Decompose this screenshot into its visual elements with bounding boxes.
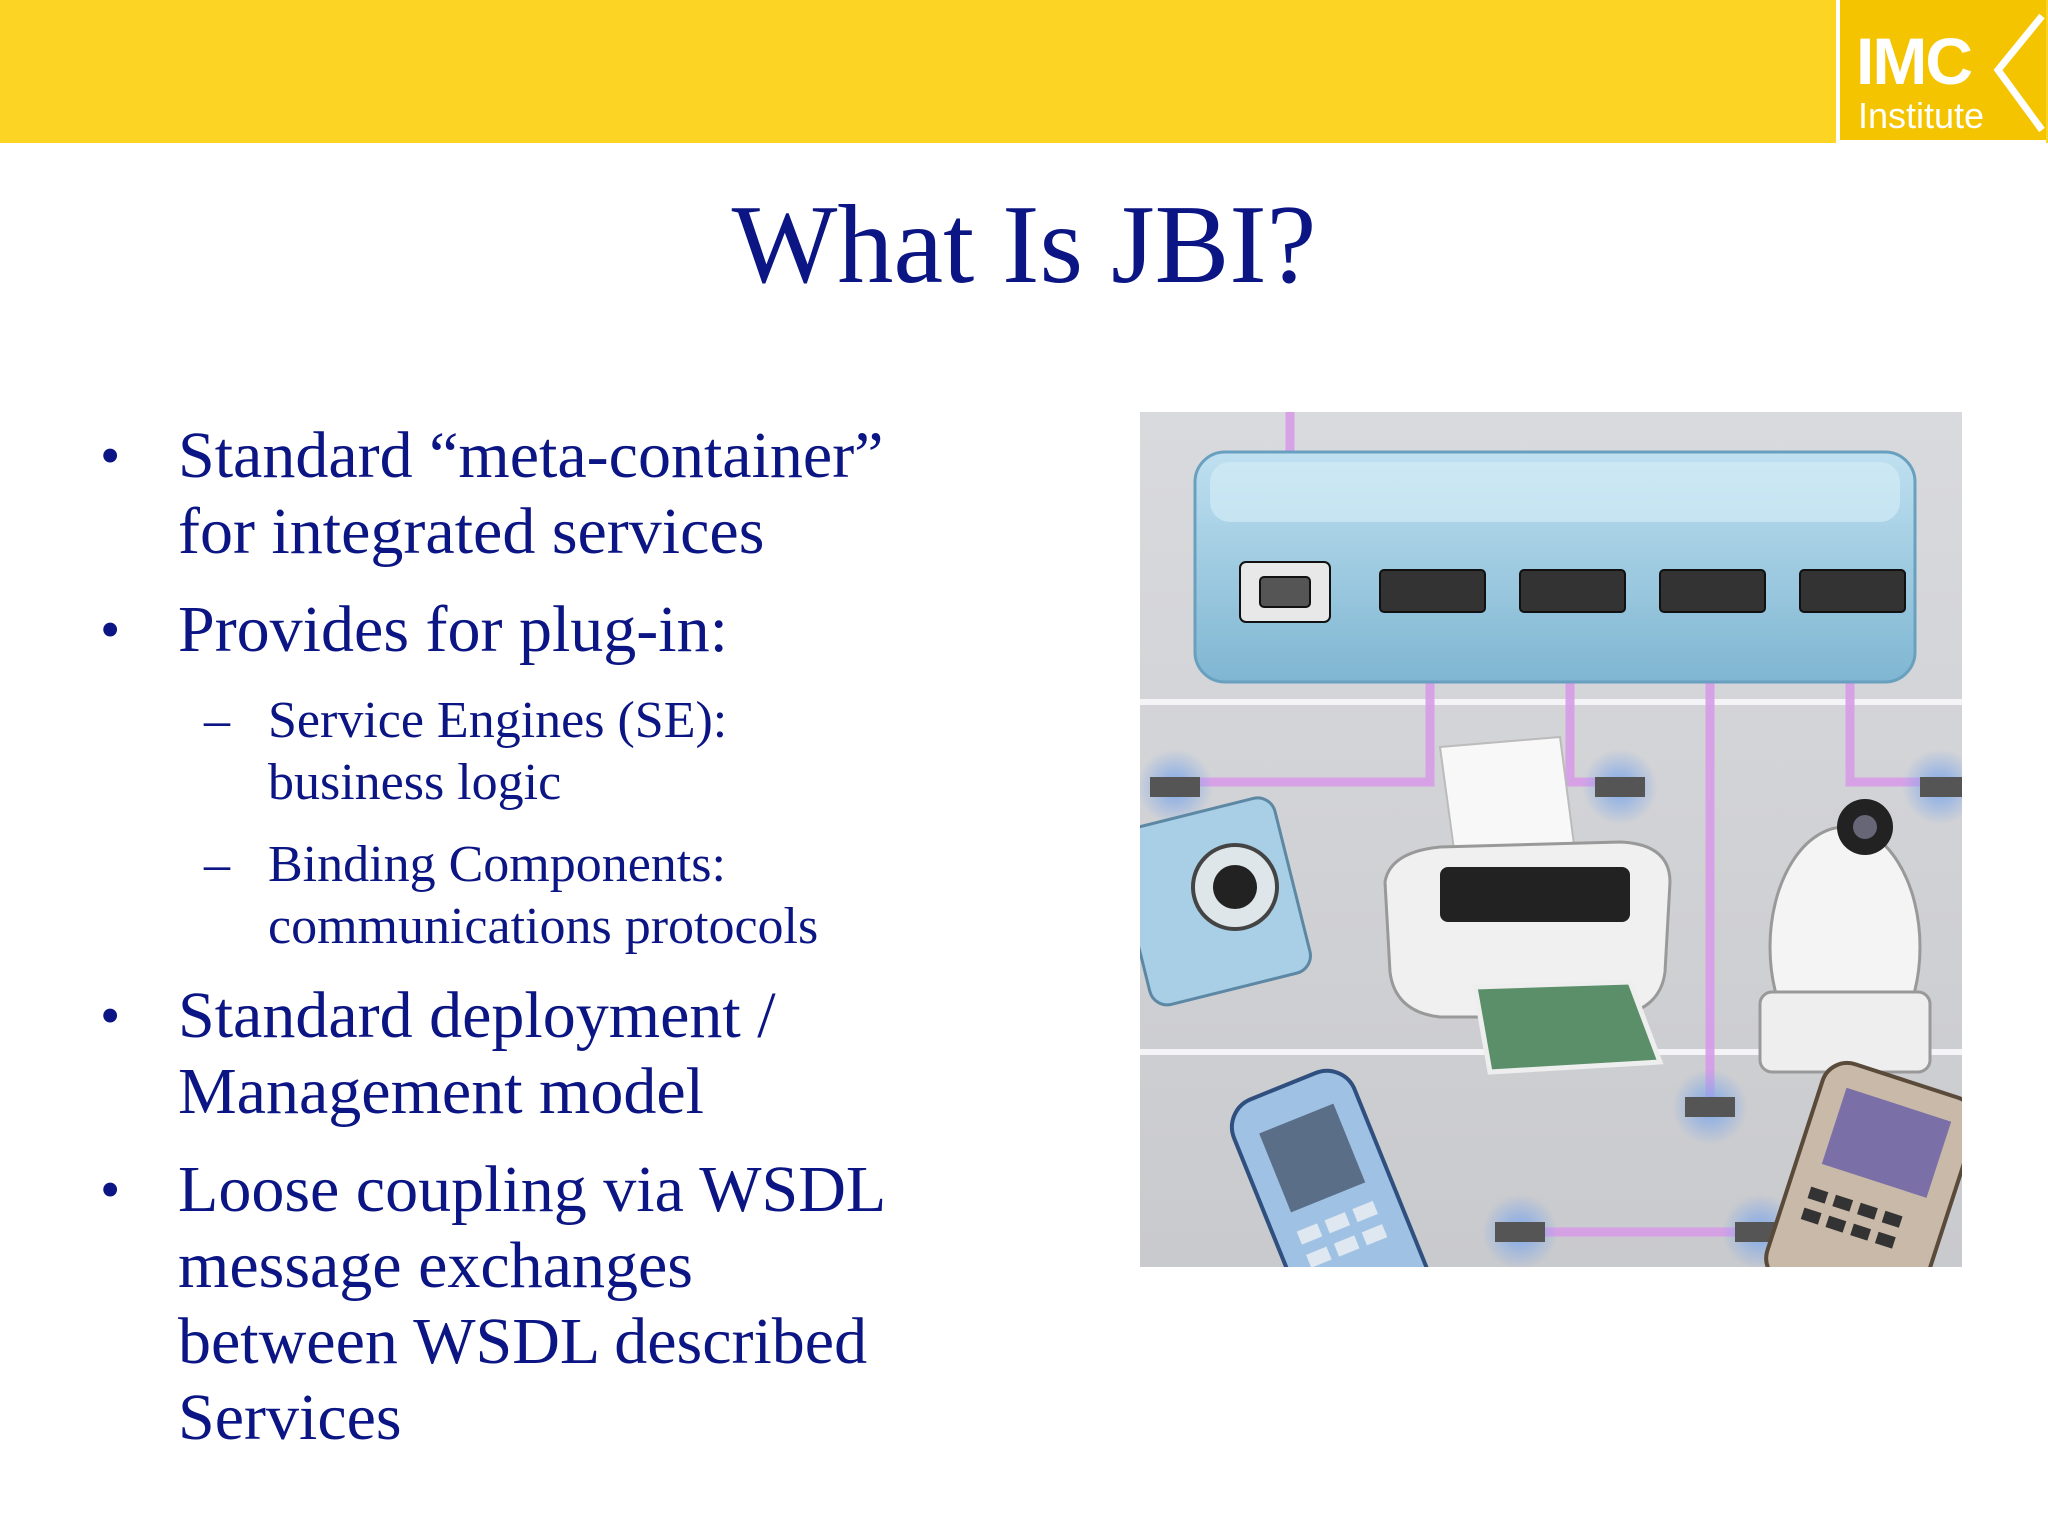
usb-hub-devices-illustration (1140, 412, 1962, 1267)
logo-main-text: IMC (1856, 24, 1973, 98)
illustration-svg (1140, 412, 1962, 1267)
bullet-text: Management model (178, 1055, 705, 1128)
bullet-item: • Loose coupling via WSDL message exchan… (100, 1152, 1000, 1456)
bullet-marker: • (100, 597, 121, 662)
logo-chevron-icon (1993, 13, 2045, 133)
bullet-text: for integrated services (178, 495, 765, 568)
logo-box: IMC Institute (1836, 0, 2046, 144)
sub-bullet-item: – Service Engines (SE): business logic (100, 690, 1000, 814)
sub-bullet-marker: – (204, 836, 230, 893)
bullet-text: Provides for plug-in: (178, 593, 728, 666)
imc-institute-logo: IMC Institute (1830, 0, 2048, 144)
bullet-marker: • (100, 983, 121, 1048)
sub-bullet-text: business logic (268, 754, 562, 811)
bullet-text: between WSDL described (178, 1305, 868, 1378)
sub-bullet-item: – Binding Components: communications pro… (100, 834, 1000, 958)
sub-bullet-text: communications protocols (268, 898, 819, 955)
bullet-marker: • (100, 1157, 121, 1222)
slide-title: What Is JBI? (731, 183, 1317, 307)
sub-bullet-marker: – (204, 692, 230, 749)
logo-sub-text: Institute (1858, 95, 1985, 136)
bullet-marker: • (100, 423, 121, 488)
bullet-text: Standard deployment / (178, 979, 776, 1052)
bullet-text: message exchanges (178, 1229, 693, 1302)
sub-bullet-text: Service Engines (SE): (268, 692, 728, 749)
bullet-item: • Standard deployment / Management model (100, 978, 1000, 1130)
bullet-item: • Provides for plug-in: (100, 592, 1000, 668)
sub-bullet-text: Binding Components: (268, 836, 726, 893)
bullet-text: Services (178, 1381, 402, 1454)
bullet-text: Loose coupling via WSDL (178, 1153, 887, 1226)
bullet-text: Standard “meta-container” (178, 419, 884, 492)
bullet-item: • Standard “meta-container” for integrat… (100, 418, 1000, 570)
header-bar (0, 0, 1830, 143)
bullet-list: • Standard “meta-container” for integrat… (100, 418, 1000, 1478)
